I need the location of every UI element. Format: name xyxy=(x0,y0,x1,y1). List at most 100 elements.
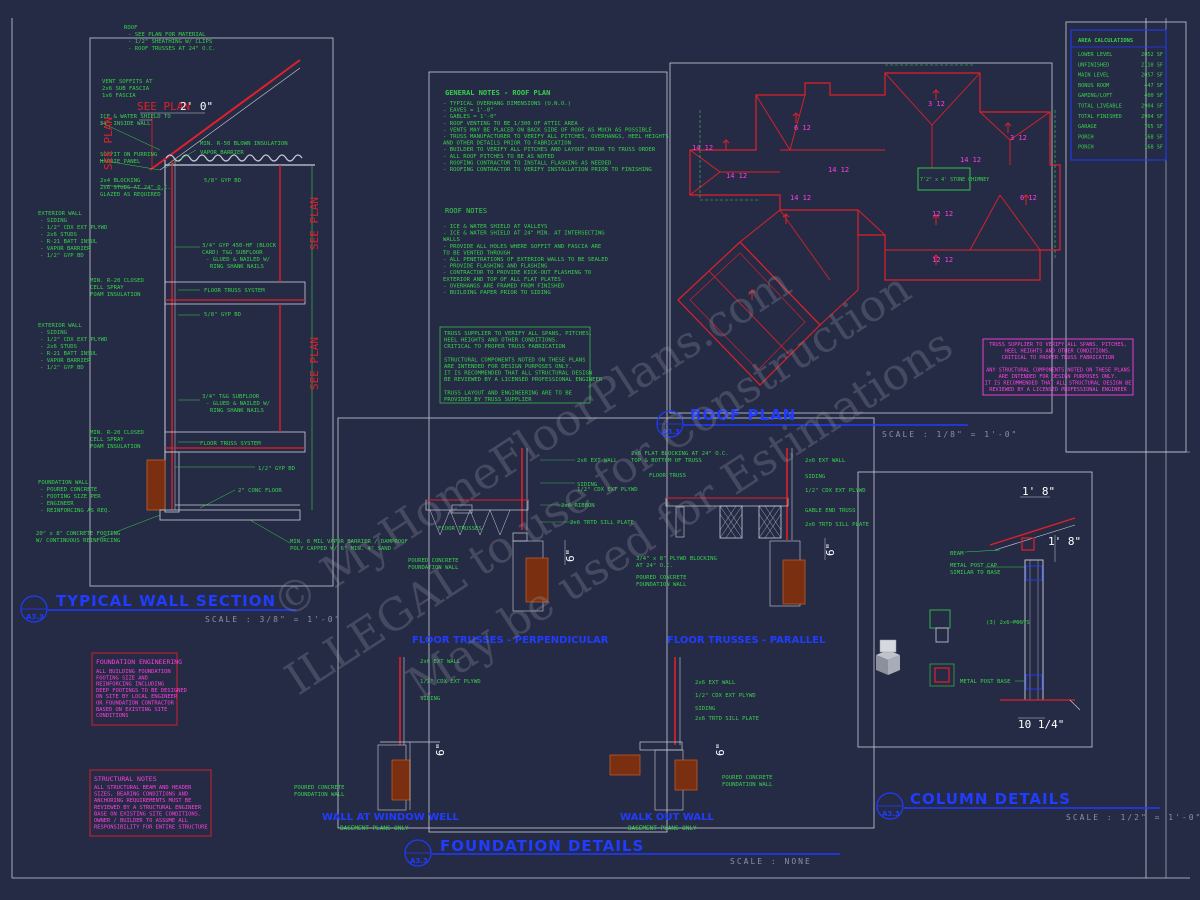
walk-out-label: 2x6 TRTD SILL PLATE xyxy=(695,716,760,722)
foundation-title: FOUNDATION DETAILS xyxy=(440,837,644,855)
general-note-line: - VENTS MAY BE PLACED ON BACK SIDE OF RO… xyxy=(443,127,652,133)
floor-parallel-labels: 2x6 FLAT BLOCKING AT 24" O.C.TOP & BOTTO… xyxy=(631,451,870,588)
walk-out-detail: 6" xyxy=(609,657,727,811)
column-label: SIMILAR TO BASE xyxy=(950,570,1001,576)
roof-plan-sheet-ref: A3.3 xyxy=(662,428,680,436)
floor-perp-title: FLOOR TRUSSES - PERPENDICULAR xyxy=(412,635,609,646)
wall-section-label: - 2x6 STUDS xyxy=(40,232,77,238)
floor-perpendicular-detail: 6" xyxy=(425,448,577,612)
floor-perp-label: POURED CONCRETE xyxy=(408,558,459,564)
wall-section-title: TYPICAL WALL SECTION xyxy=(56,592,276,610)
wall-section-label: - ROOF TRUSSES AT 24" O.C. xyxy=(128,46,216,52)
floor-par-label: TOP & BOTTOM OF TRUSS xyxy=(631,458,702,464)
truss-note-line: HEEL HEIGHTS AND OTHER CONDITIONS. xyxy=(444,338,559,344)
floor-perp-label: 1/2" CDX EXT PLYWD xyxy=(577,487,638,493)
roof-pitch-label: 6 12 xyxy=(794,124,811,132)
area-row-value: 447 SF xyxy=(1144,83,1163,89)
wall-section-label: 2x4 BLOCKING xyxy=(100,178,141,184)
wall-section-frame xyxy=(89,37,334,587)
roof-note-line: - PROVIDE ALL HOLES WHERE SOFFIT AND FAS… xyxy=(443,244,602,250)
truss-note-line: PROVIDED BY TRUSS SUPPLIER xyxy=(444,397,532,403)
roof-pitch-label: 14 12 xyxy=(790,194,811,202)
foundation-scale: SCALE : NONE xyxy=(730,857,812,866)
dim-six-c: 6" xyxy=(434,743,447,756)
foundation-eng-line: BASED ON EXISTING SITE xyxy=(96,707,167,713)
walk-out-label: 1/2" CDX EXT PLYWD xyxy=(695,693,756,699)
area-calc-heading: AREA CALCULATIONS xyxy=(1078,38,1133,44)
truss-note-line: ARE INTENDED FOR DESIGN PURPOSES ONLY. xyxy=(444,364,572,370)
floor-par-label: 3/4" x 8" PLYWD BLOCKING xyxy=(636,556,717,562)
foundation-eng-line: CONDITIONS xyxy=(96,713,128,719)
area-row-value: 168 SF xyxy=(1144,134,1163,140)
roof-note-line: - OVERHANGS ARE FRAMED FROM FINISHED xyxy=(443,283,565,289)
walk-out-label: POURED CONCRETE xyxy=(722,775,773,781)
wall-section-label: VAPOR BARRIER xyxy=(200,150,244,156)
structural-note-line: SIZES, BEARING CONDITIONS AND xyxy=(94,792,188,798)
floor-par-label: POURED CONCRETE xyxy=(636,575,687,581)
window-well-label: FOUNDATION WALL xyxy=(294,792,345,798)
area-row-label: GARAGE xyxy=(1078,124,1097,130)
wall-section-label: 3/4" T&G SUBFLOOR xyxy=(202,394,260,400)
wall-section-label: - SIDING xyxy=(40,330,68,336)
wall-section-label: SOFFIT ON FURRING xyxy=(100,152,158,158)
general-note-line: - EAVES = 1'-0" xyxy=(443,108,494,114)
column-label: METAL POST BASE xyxy=(960,679,1011,685)
foundation-eng-line: ALL BUILDING FOUNDATION xyxy=(96,669,171,675)
general-notes-lines: - TYPICAL OVERHANG DIMENSIONS (U.N.O.) -… xyxy=(443,101,669,173)
wall-section-label: CELL SPRAY xyxy=(90,285,124,291)
column-title-block: A3.3 COLUMN DETAILS SCALE : 1/2" = 1'-0" xyxy=(876,790,1200,822)
column-label: BEAM xyxy=(950,551,964,557)
structural-note-line: BASE ON EXISTING SITE CONDITIONS. xyxy=(94,811,201,817)
wall-section-label: 24" INSIDE WALL xyxy=(100,121,151,127)
two-zero-dim: 2' 0" xyxy=(180,100,213,113)
area-row-value: 765 SF xyxy=(1144,124,1163,130)
roof-note-line: EXTERIOR AND TOP OF ALL FLAT PLATES xyxy=(443,277,561,283)
truss-note-line: IT IS RECOMMENDED THAT ALL STRUCTURAL DE… xyxy=(985,380,1132,386)
roof-plan-title-block: A3.3 ROOF PLAN SCALE : 1/8" = 1'-0" xyxy=(656,406,1016,439)
floor-perp-label: FLOOR TRUSSES xyxy=(438,526,482,532)
floor-par-label: 2x6 TRTD SILL PLATE xyxy=(805,522,870,528)
wall-section-label: - VAPOR BARRIER xyxy=(40,358,91,364)
roof-note-line: - BUILDING PAPER PRIOR TO SIDING xyxy=(443,290,551,296)
area-row-value: 2057 SF xyxy=(1141,73,1163,79)
dim-six-b: 6" xyxy=(824,543,837,556)
roof-pitch-label: 12 12 xyxy=(932,210,953,218)
wall-section-label: MIN. 6 MIL VAPOR BARRIER / DAMPROOF xyxy=(290,539,409,545)
wall-section-label: - 1/2" CDX EXT PLYWD xyxy=(40,337,108,343)
general-note-line: - ROOF VENTING TO BE 1/300 OF ATTIC AREA xyxy=(443,121,578,127)
col-bottom-dim: 10 1/4" xyxy=(1018,718,1064,731)
dim-six-a: 6" xyxy=(564,549,577,562)
truss-note-line: STRUCTURAL COMPONENTS NOTED ON THESE PLA… xyxy=(444,357,585,363)
roof-note-line: - ICE & WATER SHIELD AT VALLEYS xyxy=(443,224,547,230)
wall-section-label: ROOF xyxy=(124,25,138,31)
wall-section-label: - 2x6 STUDS xyxy=(40,344,77,350)
general-note-line: - ALL ROOF PITCHES TO BE AS NOTED xyxy=(443,154,555,160)
wall-section-label: MIN. R-50 BLOWN INSULATION xyxy=(200,141,288,147)
area-row-value: 400 SF xyxy=(1144,93,1163,99)
floor-par-label: FLOOR TRUSS xyxy=(649,473,686,479)
wall-section-label: FOUNDATION WALL xyxy=(38,480,89,486)
structural-note-line: REVIEWED BY A STRUCTURAL ENGINEER xyxy=(94,805,202,811)
roof-pitch-label: 14 12 xyxy=(960,156,981,164)
wall-section-label: - R-21 BATT INSUL xyxy=(40,239,98,245)
wall-section-label: ICE & WATER SHIELD TO xyxy=(100,114,171,120)
truss-note-line: TRUSS LAYOUT AND ENGINEERING ARE TO BE xyxy=(444,390,573,396)
truss-note-line: REVIEWED BY A LICENSED PROFESSIONAL ENGI… xyxy=(989,387,1127,393)
truss-note-line: BE REVIEWED BY A LICENSED PROFESSIONAL E… xyxy=(444,377,603,383)
area-row-value: 2904 SF xyxy=(1141,104,1163,110)
wall-section-label: - SEE PLAN FOR MATERIAL xyxy=(128,32,206,38)
wall-section-label: RING SHANK NAILS xyxy=(210,264,264,270)
window-well-label: SIDING xyxy=(420,696,441,702)
roof-notes-frame xyxy=(428,71,668,833)
walk-out-subtitle: BASEMENT PLANS ONLY xyxy=(628,825,697,832)
truss-note-line: TRUSS SUPPLIER TO VERIFY ALL SPANS, PITC… xyxy=(444,331,592,337)
floor-par-label: FOUNDATION WALL xyxy=(636,582,687,588)
general-note-line: - BUILDER TO VERIFY ALL PITCHES AND LAYO… xyxy=(443,147,656,153)
window-well-detail: 6" xyxy=(377,657,447,811)
general-note-line: - TRUSS MANUFACTURER TO VERIFY ALL PITCH… xyxy=(443,134,669,140)
